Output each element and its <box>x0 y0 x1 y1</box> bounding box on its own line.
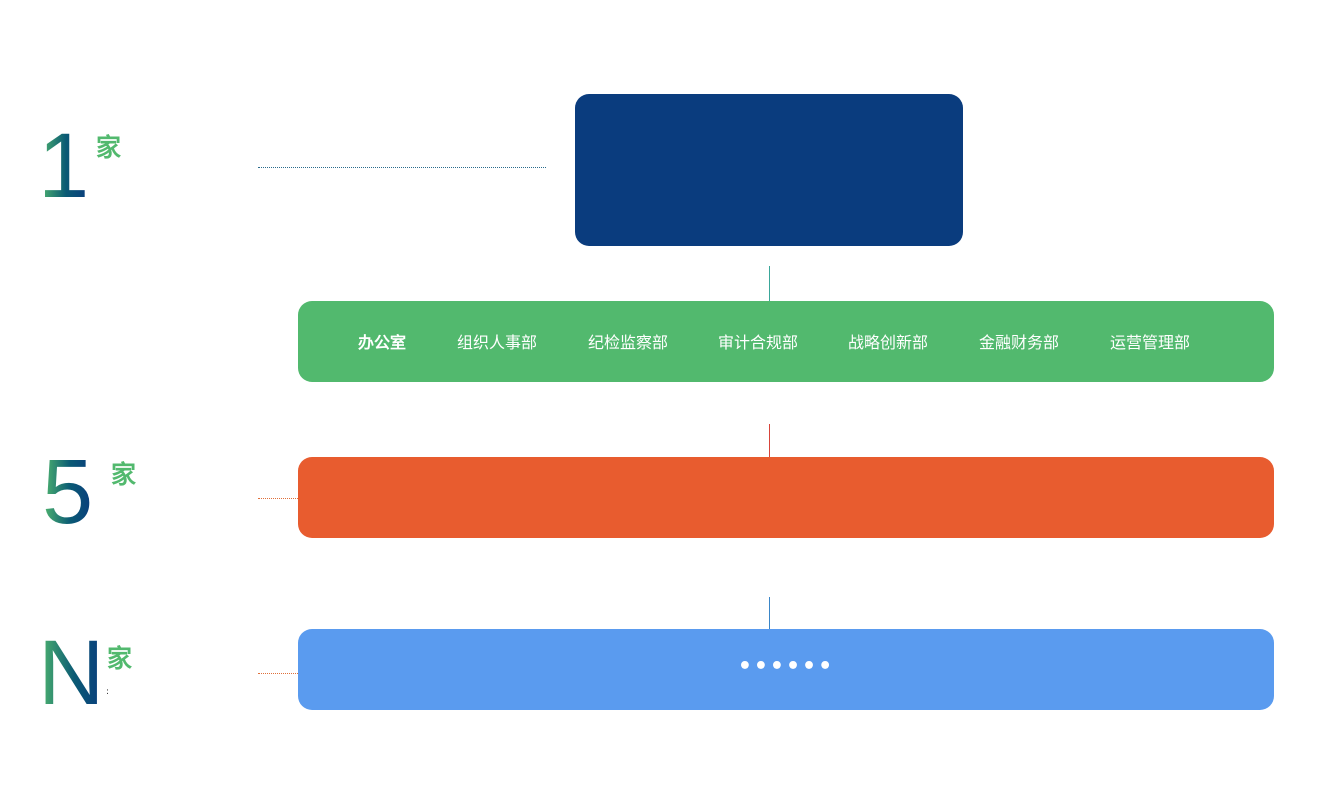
tier-1-number: 1 <box>38 115 90 217</box>
department-discipline-inspection: 纪检监察部 <box>587 333 669 352</box>
tier-n-leader-line <box>258 673 316 674</box>
department-office: 办公室 <box>357 333 407 352</box>
tier-5-bar <box>298 457 1274 538</box>
ellipsis-text: •••••• <box>737 654 835 679</box>
department-operations-management: 运营管理部 <box>1109 333 1191 352</box>
tier-1-unit: 家 <box>96 133 122 162</box>
tier-5-number: 5 <box>42 441 94 543</box>
department-strategy-innovation: 战略创新部 <box>847 333 929 352</box>
department-audit-compliance: 审计合规部 <box>717 333 799 352</box>
connector-departments-to-orange <box>769 424 770 466</box>
tier-5-unit: 家 <box>111 460 137 489</box>
tier-5-leader-line <box>258 498 298 499</box>
department-finance: 金融财务部 <box>978 333 1060 352</box>
tier-n-number: N <box>38 622 105 724</box>
tier-n-bar: •••••• <box>298 629 1274 710</box>
connector-top-to-departments <box>769 266 770 301</box>
departments-bar: 办公室 组织人事部 纪检监察部 审计合规部 战略创新部 金融财务部 运营管理部 <box>298 301 1274 382</box>
tier-1-leader-line <box>258 167 546 168</box>
connector-orange-to-blue <box>769 597 770 629</box>
tier-n-unit: 家 <box>107 644 133 673</box>
small-mark: : <box>106 687 110 697</box>
headquarters-box <box>575 94 963 246</box>
department-organization-hr: 组织人事部 <box>456 333 538 352</box>
